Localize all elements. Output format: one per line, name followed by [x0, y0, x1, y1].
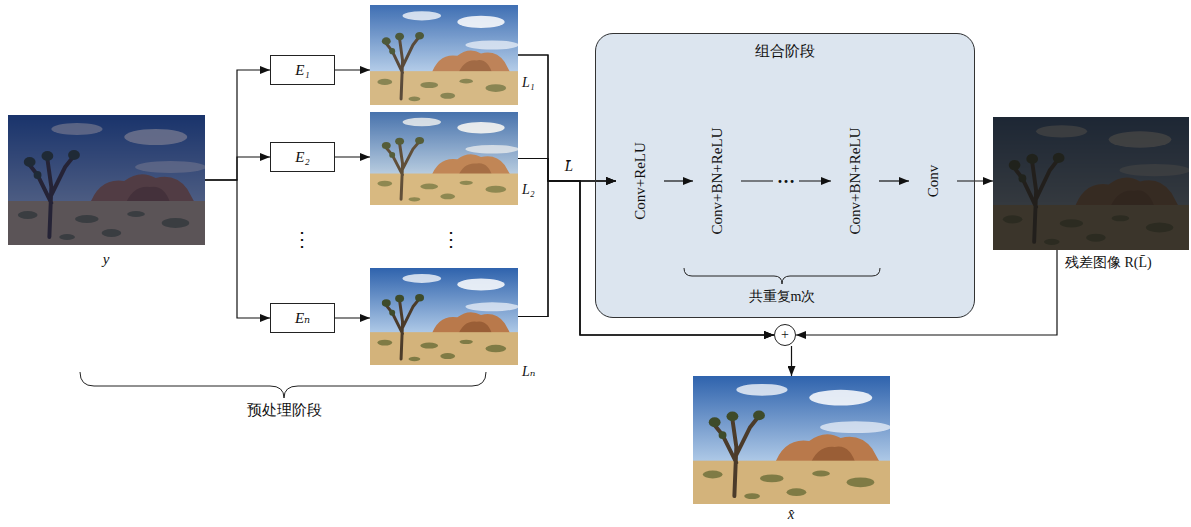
image-label: L₂: [522, 182, 535, 197]
connector-arrow: [205, 70, 270, 180]
repeat-note: 共重复m次: [749, 289, 816, 304]
box-label: Conv+BN+ReLU: [709, 128, 726, 235]
enhanced-photo: [370, 268, 519, 365]
conv-block: Conv+BN+ReLU: [831, 97, 879, 265]
conv-block: Conv: [909, 97, 957, 265]
box-label: E₂: [295, 149, 309, 166]
enhancer-box: E₁: [270, 55, 335, 85]
image-label: Lₙ: [522, 364, 535, 379]
connector-arrow: [879, 180, 909, 181]
box-label: Eₙ: [295, 310, 310, 327]
conv-block: Conv+BN+ReLU: [693, 97, 741, 265]
connector-arrow: [664, 180, 693, 181]
connector-arrow: [957, 180, 993, 181]
enhanced-photo: [370, 5, 519, 105]
connector-arrow: [335, 156, 370, 157]
box-label: +: [781, 327, 789, 342]
input-photo: [8, 115, 206, 245]
ellipsis: ⋮: [441, 228, 461, 250]
connector-arrow: [518, 55, 774, 335]
connector-arrow: [791, 346, 792, 376]
connector-arrow: [335, 69, 370, 70]
enhanced-image: L₂: [370, 112, 518, 205]
image-label: L₁: [522, 75, 535, 90]
enhanced-image: L₁: [370, 5, 518, 105]
ellipsis: ⋮: [292, 228, 312, 250]
image-label: y: [103, 251, 110, 268]
box-label: Conv+ReLU: [632, 142, 649, 220]
connector-arrow: [796, 250, 1057, 335]
residual-image: 残差图像 R(L̄): [993, 117, 1189, 250]
image-label: 残差图像 R(L̄): [1065, 255, 1152, 270]
connector-arrow: [335, 317, 370, 318]
panel-title: 组合阶段: [755, 43, 815, 60]
connector-arrow: [205, 180, 270, 318]
image-label: x̂: [788, 506, 795, 523]
connector-arrow: [518, 181, 616, 317]
box-label: Conv: [925, 165, 942, 198]
input-image: y: [8, 115, 205, 245]
connector-arrow: [518, 159, 616, 182]
signal-label: L̄: [565, 158, 573, 175]
connector-arrow: [205, 157, 270, 180]
panel-fill: [595, 33, 975, 318]
conv-block: Conv+ReLU: [616, 97, 664, 265]
enhanced-photo: [370, 112, 519, 205]
sum-node: +: [774, 324, 796, 346]
residual-photo: [993, 117, 1190, 250]
stage-brace: [80, 372, 486, 398]
output-photo: [693, 376, 891, 504]
enhancer-box: E₂: [270, 142, 335, 172]
enhancer-box: Eₙ: [270, 303, 335, 333]
connector-arrow: [518, 55, 616, 181]
box-label: E₁: [295, 62, 309, 79]
output-image: x̂: [693, 376, 890, 504]
box-label: Conv+BN+ReLU: [847, 128, 864, 235]
enhanced-image: Lₙ: [370, 268, 518, 365]
edge-label: …: [773, 168, 799, 188]
stage-name: 预处理阶段: [247, 402, 322, 419]
repeat-brace: [684, 268, 880, 284]
